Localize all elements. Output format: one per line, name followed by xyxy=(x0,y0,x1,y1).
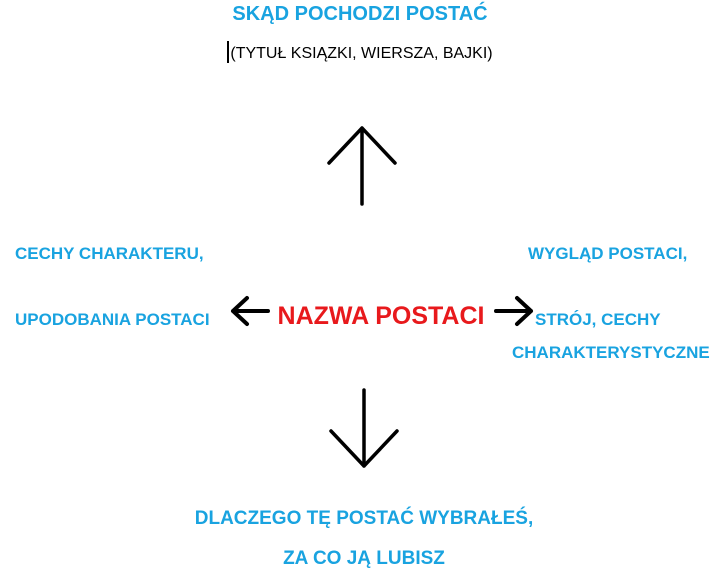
bottom-label-line-1: DLACZEGO TĘ POSTAĆ WYBRAŁEŚ, xyxy=(194,508,534,529)
arrow-up-icon xyxy=(327,126,397,206)
right-label-line-1: WYGLĄD POSTACI, xyxy=(528,244,688,263)
subtitle-text: (TYTUŁ KSIĄZKI, WIERSZA, BAJKI) xyxy=(230,45,493,62)
arrow-down-icon xyxy=(329,388,399,468)
arrow-left-icon xyxy=(231,296,270,326)
page-title: SKĄD POCHODZI POSTAĆ xyxy=(232,3,488,25)
bottom-label-line-2: ZA CO JĄ LUBISZ xyxy=(283,548,445,569)
right-label-line-2: STRÓJ, CECHY xyxy=(535,310,661,329)
character-name: NAZWA POSTACI xyxy=(277,302,485,330)
left-label-line-2: UPODOBANIA POSTACI xyxy=(15,310,210,329)
right-label-line-3: CHARAKTERYSTYCZNE xyxy=(512,343,710,362)
arrow-right-icon xyxy=(494,296,533,326)
subtitle: (TYTUŁ KSIĄZKI, WIERSZA, BAJKI) xyxy=(0,41,720,63)
text-cursor xyxy=(227,41,230,63)
left-label-line-1: CECHY CHARAKTERU, xyxy=(15,244,204,263)
